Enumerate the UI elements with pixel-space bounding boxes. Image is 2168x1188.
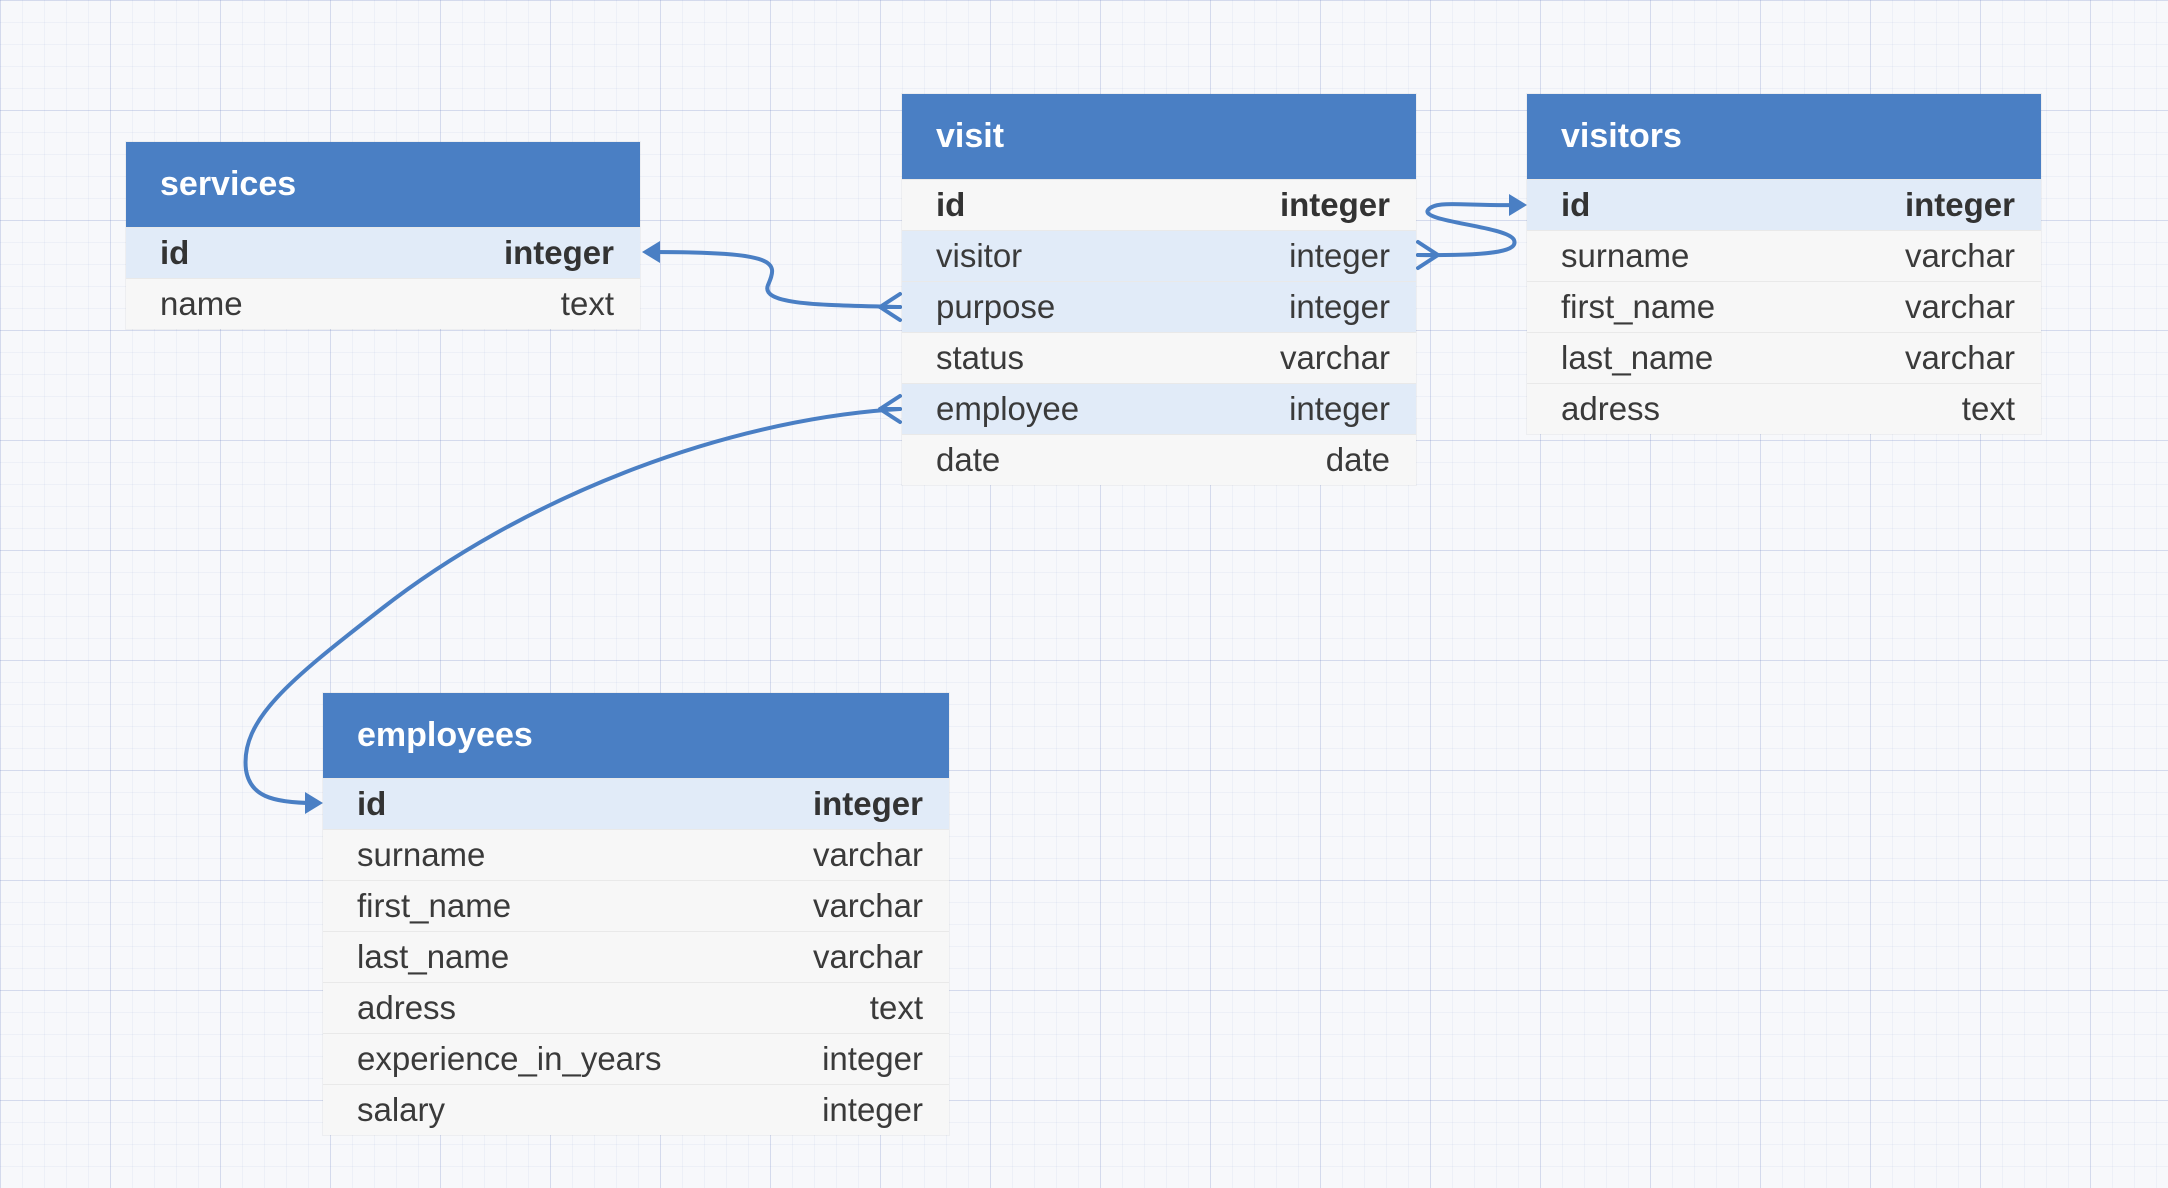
relation-visit-employee-employees[interactable] — [243, 407, 902, 805]
column-type: integer — [1289, 237, 1390, 274]
table-visit[interactable]: visit id integer visitor integer purpose… — [902, 94, 1416, 485]
table-visitors[interactable]: visitors id integer surname varchar firs… — [1527, 94, 2041, 434]
table-services[interactable]: services id integer name text — [126, 142, 640, 329]
column-row[interactable]: id integer — [902, 179, 1416, 230]
relation-visit-purpose-services[interactable] — [648, 250, 902, 309]
crowfoot-visit-visitor — [1416, 240, 1440, 270]
column-row[interactable]: surname varchar — [1527, 230, 2041, 281]
table-employees[interactable]: employees id integer surname varchar fir… — [323, 693, 949, 1135]
column-name: id — [357, 785, 387, 822]
column-row[interactable]: employee integer — [902, 383, 1416, 434]
table-header[interactable]: employees — [323, 693, 949, 778]
relation-arrow-services — [642, 241, 660, 263]
column-type: integer — [503, 234, 614, 271]
column-type: integer — [1289, 390, 1390, 427]
column-name: last_name — [357, 938, 510, 975]
column-row[interactable]: id integer — [323, 778, 949, 829]
column-name: first_name — [357, 887, 512, 924]
column-row[interactable]: visitor integer — [902, 230, 1416, 281]
column-name: last_name — [1561, 339, 1714, 376]
column-row[interactable]: last_name varchar — [1527, 332, 2041, 383]
column-name: status — [936, 339, 1025, 376]
column-name: surname — [357, 836, 486, 873]
column-row[interactable]: salary integer — [323, 1084, 949, 1135]
column-name: visitor — [936, 237, 1023, 274]
column-type: integer — [1279, 186, 1390, 223]
column-row[interactable]: status varchar — [902, 332, 1416, 383]
column-row[interactable]: id integer — [1527, 179, 2041, 230]
relation-visit-visitor-visitors[interactable] — [1416, 202, 1522, 258]
column-type: text — [560, 285, 614, 322]
relation-arrow-visitors — [1509, 194, 1527, 216]
column-name: id — [936, 186, 966, 223]
column-name: date — [936, 441, 1001, 478]
column-name: id — [1561, 186, 1591, 223]
column-name: surname — [1561, 237, 1690, 274]
column-type: text — [869, 989, 923, 1026]
column-type: varchar — [1279, 339, 1390, 376]
column-type: integer — [822, 1091, 923, 1128]
crowfoot-visit-employee — [878, 394, 902, 424]
column-type: varchar — [812, 938, 923, 975]
column-row[interactable]: surname varchar — [323, 829, 949, 880]
column-name: id — [160, 234, 190, 271]
column-type: varchar — [1904, 339, 2015, 376]
column-name: name — [160, 285, 243, 322]
crowfoot-visit-purpose — [878, 292, 902, 322]
column-type: varchar — [812, 836, 923, 873]
column-type: integer — [822, 1040, 923, 1077]
column-type: varchar — [1904, 237, 2015, 274]
table-header[interactable]: visit — [902, 94, 1416, 179]
column-type: integer — [1904, 186, 2015, 223]
column-name: experience_in_years — [357, 1040, 662, 1077]
column-row[interactable]: purpose integer — [902, 281, 1416, 332]
column-row[interactable]: first_name varchar — [1527, 281, 2041, 332]
column-name: employee — [936, 390, 1080, 427]
column-row[interactable]: last_name varchar — [323, 931, 949, 982]
column-row[interactable]: adress text — [1527, 383, 2041, 434]
relation-arrow-employees — [305, 792, 323, 814]
column-type: integer — [812, 785, 923, 822]
column-name: adress — [357, 989, 457, 1026]
table-header[interactable]: services — [126, 142, 640, 227]
column-name: purpose — [936, 288, 1056, 325]
column-type: text — [1961, 390, 2015, 427]
column-type: varchar — [812, 887, 923, 924]
column-type: date — [1325, 441, 1390, 478]
column-name: salary — [357, 1091, 446, 1128]
column-row[interactable]: name text — [126, 278, 640, 329]
column-name: adress — [1561, 390, 1661, 427]
column-row[interactable]: date date — [902, 434, 1416, 485]
column-row[interactable]: experience_in_years integer — [323, 1033, 949, 1084]
column-row[interactable]: first_name varchar — [323, 880, 949, 931]
column-type: integer — [1289, 288, 1390, 325]
table-header[interactable]: visitors — [1527, 94, 2041, 179]
column-row[interactable]: adress text — [323, 982, 949, 1033]
column-type: varchar — [1904, 288, 2015, 325]
column-name: first_name — [1561, 288, 1716, 325]
column-row[interactable]: id integer — [126, 227, 640, 278]
